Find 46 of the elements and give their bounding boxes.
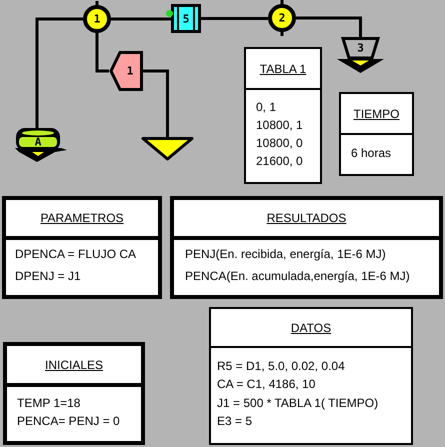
panel-text: DPENJ = J1	[15, 268, 81, 285]
connector-line	[201, 17, 268, 20]
info-panel	[339, 92, 414, 176]
node-label: 5	[182, 13, 190, 24]
panel-text: DPENCA = FLUJO CA	[15, 246, 136, 263]
connector-line	[36, 18, 83, 128]
storage-tank	[15, 128, 67, 162]
numbered-block	[171, 4, 201, 33]
panel-text: R5 = D1, 5.0, 0.02, 0.04	[217, 358, 345, 375]
panel-heading: TABLA 1	[260, 62, 306, 76]
triangle-symbol	[141, 137, 194, 161]
numbered-circle	[83, 1, 111, 37]
node-label: A	[34, 136, 42, 148]
info-panel	[244, 47, 322, 184]
pentagon-symbol	[109, 51, 143, 91]
node-label: 3	[357, 42, 364, 54]
node-label: 1	[94, 14, 100, 24]
panel-text: PENJ(En. recibida, energía, 1E-6 MJ)	[185, 246, 386, 263]
panel-text: 6 horas	[351, 145, 392, 162]
connector-line	[296, 16, 362, 37]
node-label: 1	[126, 66, 134, 76]
connector-line	[111, 18, 171, 20]
connector-line	[143, 70, 169, 137]
info-panel	[209, 307, 413, 445]
panel-text: 21600, 0	[256, 153, 303, 170]
panel-text: 10800, 0	[256, 135, 303, 152]
info-panel	[170, 196, 443, 299]
panel-heading: INICIALES	[44, 358, 104, 372]
panel-text: PENCA= PENJ = 0	[17, 413, 120, 430]
panel-text: E3 = 5	[217, 413, 252, 430]
connector-line	[96, 37, 109, 72]
panel-heading: PARAMETROS	[40, 211, 124, 225]
panel-text: 10800, 1	[256, 117, 303, 134]
panel-text: 0, 1	[256, 99, 276, 116]
panel-text: CA = C1, 4186, 10	[217, 376, 316, 394]
node-label: 2	[278, 12, 286, 24]
panel-heading: DATOS	[290, 320, 332, 334]
panel-text: PENCA(En. acumulada,energía, 1E-6 MJ)	[185, 268, 410, 285]
info-panel	[2, 196, 162, 299]
panel-text: TEMP 1=18	[17, 395, 80, 412]
panel-text: J1 = 500 * TABLA 1( TIEMPO)	[217, 394, 378, 412]
info-panel	[3, 342, 145, 445]
panel-heading: RESULTADOS	[266, 211, 346, 225]
panel-heading: TIEMPO	[353, 106, 400, 120]
triangle-symbol	[337, 59, 384, 73]
numbered-circle	[268, 0, 296, 36]
